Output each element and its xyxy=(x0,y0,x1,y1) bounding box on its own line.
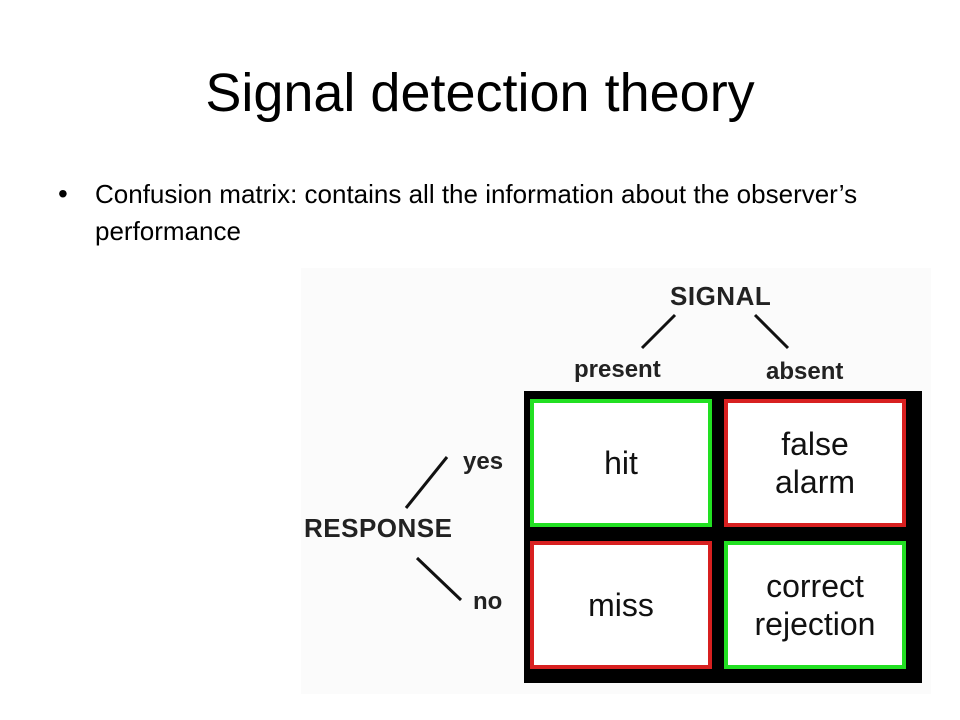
cell-miss: miss xyxy=(530,541,712,669)
connector-lines xyxy=(404,313,790,602)
signal-present-connector xyxy=(640,313,677,350)
slide-title: Signal detection theory xyxy=(205,63,755,123)
bullet-text: Confusion matrix: contains all the infor… xyxy=(95,179,858,246)
confusion-matrix-diagram: SIGNAL present absent RESPONSE yes no hi… xyxy=(301,268,931,694)
cell-hit: hit xyxy=(530,399,712,527)
cell-hit-label: hit xyxy=(604,445,638,481)
response-no-connector xyxy=(415,556,463,602)
cell-miss-label: miss xyxy=(588,587,654,623)
yes-label: yes xyxy=(463,448,504,475)
response-yes-connector xyxy=(404,456,449,509)
absent-label: absent xyxy=(766,358,844,385)
cell-false-alarm-label: false alarm xyxy=(774,426,855,500)
no-label: no xyxy=(473,588,503,615)
cell-correct-rejection-label: correct rejection xyxy=(754,568,876,642)
signal-label: SIGNAL xyxy=(670,281,772,311)
signal-absent-connector xyxy=(753,313,790,350)
present-label: present xyxy=(574,356,661,383)
bullet-symbol: • xyxy=(58,178,68,209)
cell-correct-rejection: correct rejection xyxy=(724,541,906,669)
matrix-grid: hit false alarm miss correct rejection xyxy=(524,391,922,683)
response-label: RESPONSE xyxy=(304,513,453,543)
cell-false-alarm: false alarm xyxy=(724,399,906,527)
